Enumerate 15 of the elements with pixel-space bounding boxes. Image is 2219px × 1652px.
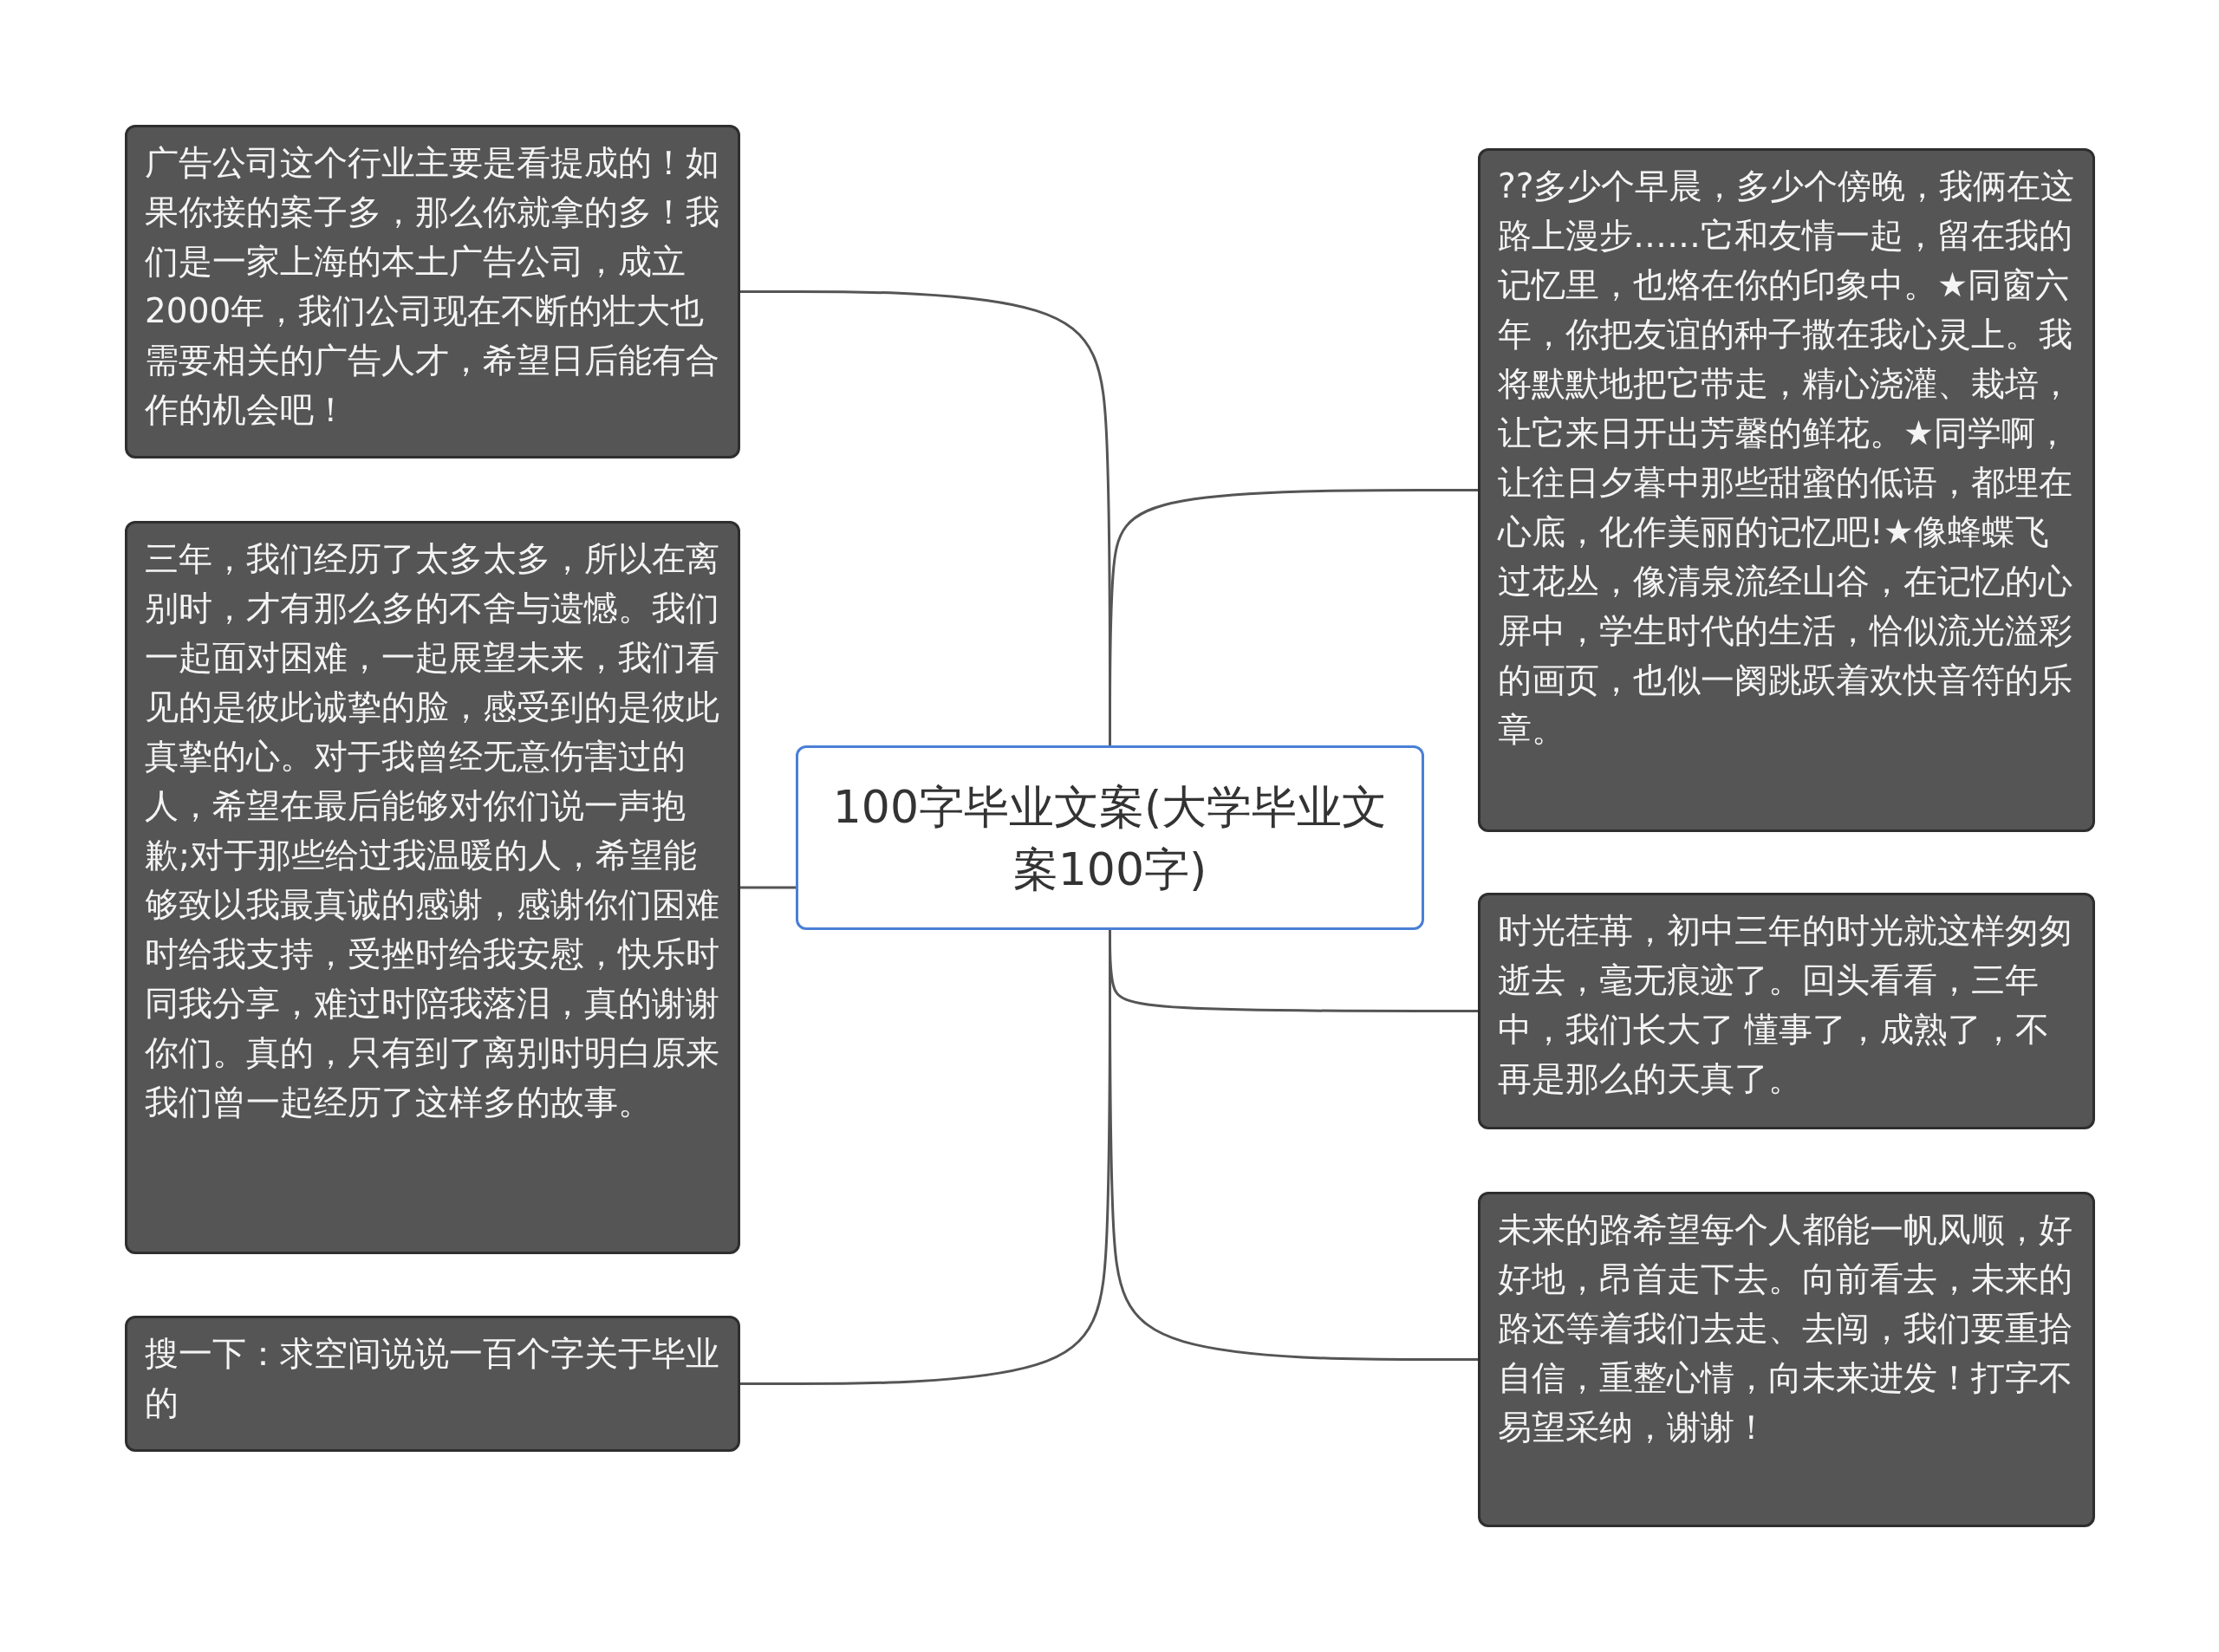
card-text: 搜一下：求空间说说一百个字关于毕业的 (145, 1333, 720, 1424)
topic-box (796, 745, 1424, 930)
card-text: 时光荏苒，初中三年的时光就这样匆匆逝去，毫无痕迹了。回头看看，三年中，我们长大了 懂事了，成熟了，不再是那么的天真了。 (1498, 910, 2073, 1100)
card-text: 未来的路希望每个人都能一帆风顺，好好地，昂首走下去。向前看去，未来的路还等着我们去走、去闯，我们要重拾自信，重整心情，向未来进发！打字不易望采纳，谢谢！ (1498, 1209, 2073, 1448)
text-card (1478, 148, 2095, 832)
text-card (1478, 1192, 2095, 1527)
text-card (125, 521, 740, 1254)
text-card (125, 125, 740, 459)
text-card (1478, 893, 2095, 1129)
card-text: 广告公司这个行业主要是看提成的！如果你接的案子多，那么你就拿的多！我们是一家上海的本土广告公司，成立2000年，我们公司现在不断的壮大也需要相关的广告人才，希望日后能有合作的机会吧！ (145, 142, 720, 431)
card-text: 三年，我们经历了太多太多，所以在离别时，才有那么多的不舍与遗憾。我们一起面对困难，一起展望未来，我们看见的是彼此诚挚的脸，感受到的是彼此真挚的心。对于我曾经无意伤害过的人，希望在最后能够对你们说一声抱歉;对于那些给过我温暖的人，希望能够致以我最真诚的感谢，感谢你们困难时给我支持，受挫时给我安慰，快乐时同我分享，难过时陪我落泪，真的谢谢你们。真的，只有到了离别时明白原来我们曾一起经历了这样多的故事。 (145, 538, 720, 1123)
card-text: ??多少个早晨，多少个傍晚，我俩在这路上漫步……它和友情一起，留在我的记忆里，也烙在你的印象中。★同窗六年，你把友谊的种子撒在我心灵上。我将默默地把它带走，精心浇灌、栽培，让它来日开出芳馨的鲜花。★同学啊，让往日夕暮中那些甜蜜的低语，都埋在心底，化作美丽的记忆吧!★像蜂蝶飞过花丛，像清泉流经山谷，在记忆的心屏中，学生时代的生活，恰似流光溢彩的画页，也似一阕跳跃着欢快音符的乐章。 (1498, 166, 2075, 751)
topic-text: 100字毕业文案(大学毕业文案100字) (831, 779, 1389, 897)
connector (740, 886, 796, 889)
text-card (125, 1316, 740, 1452)
